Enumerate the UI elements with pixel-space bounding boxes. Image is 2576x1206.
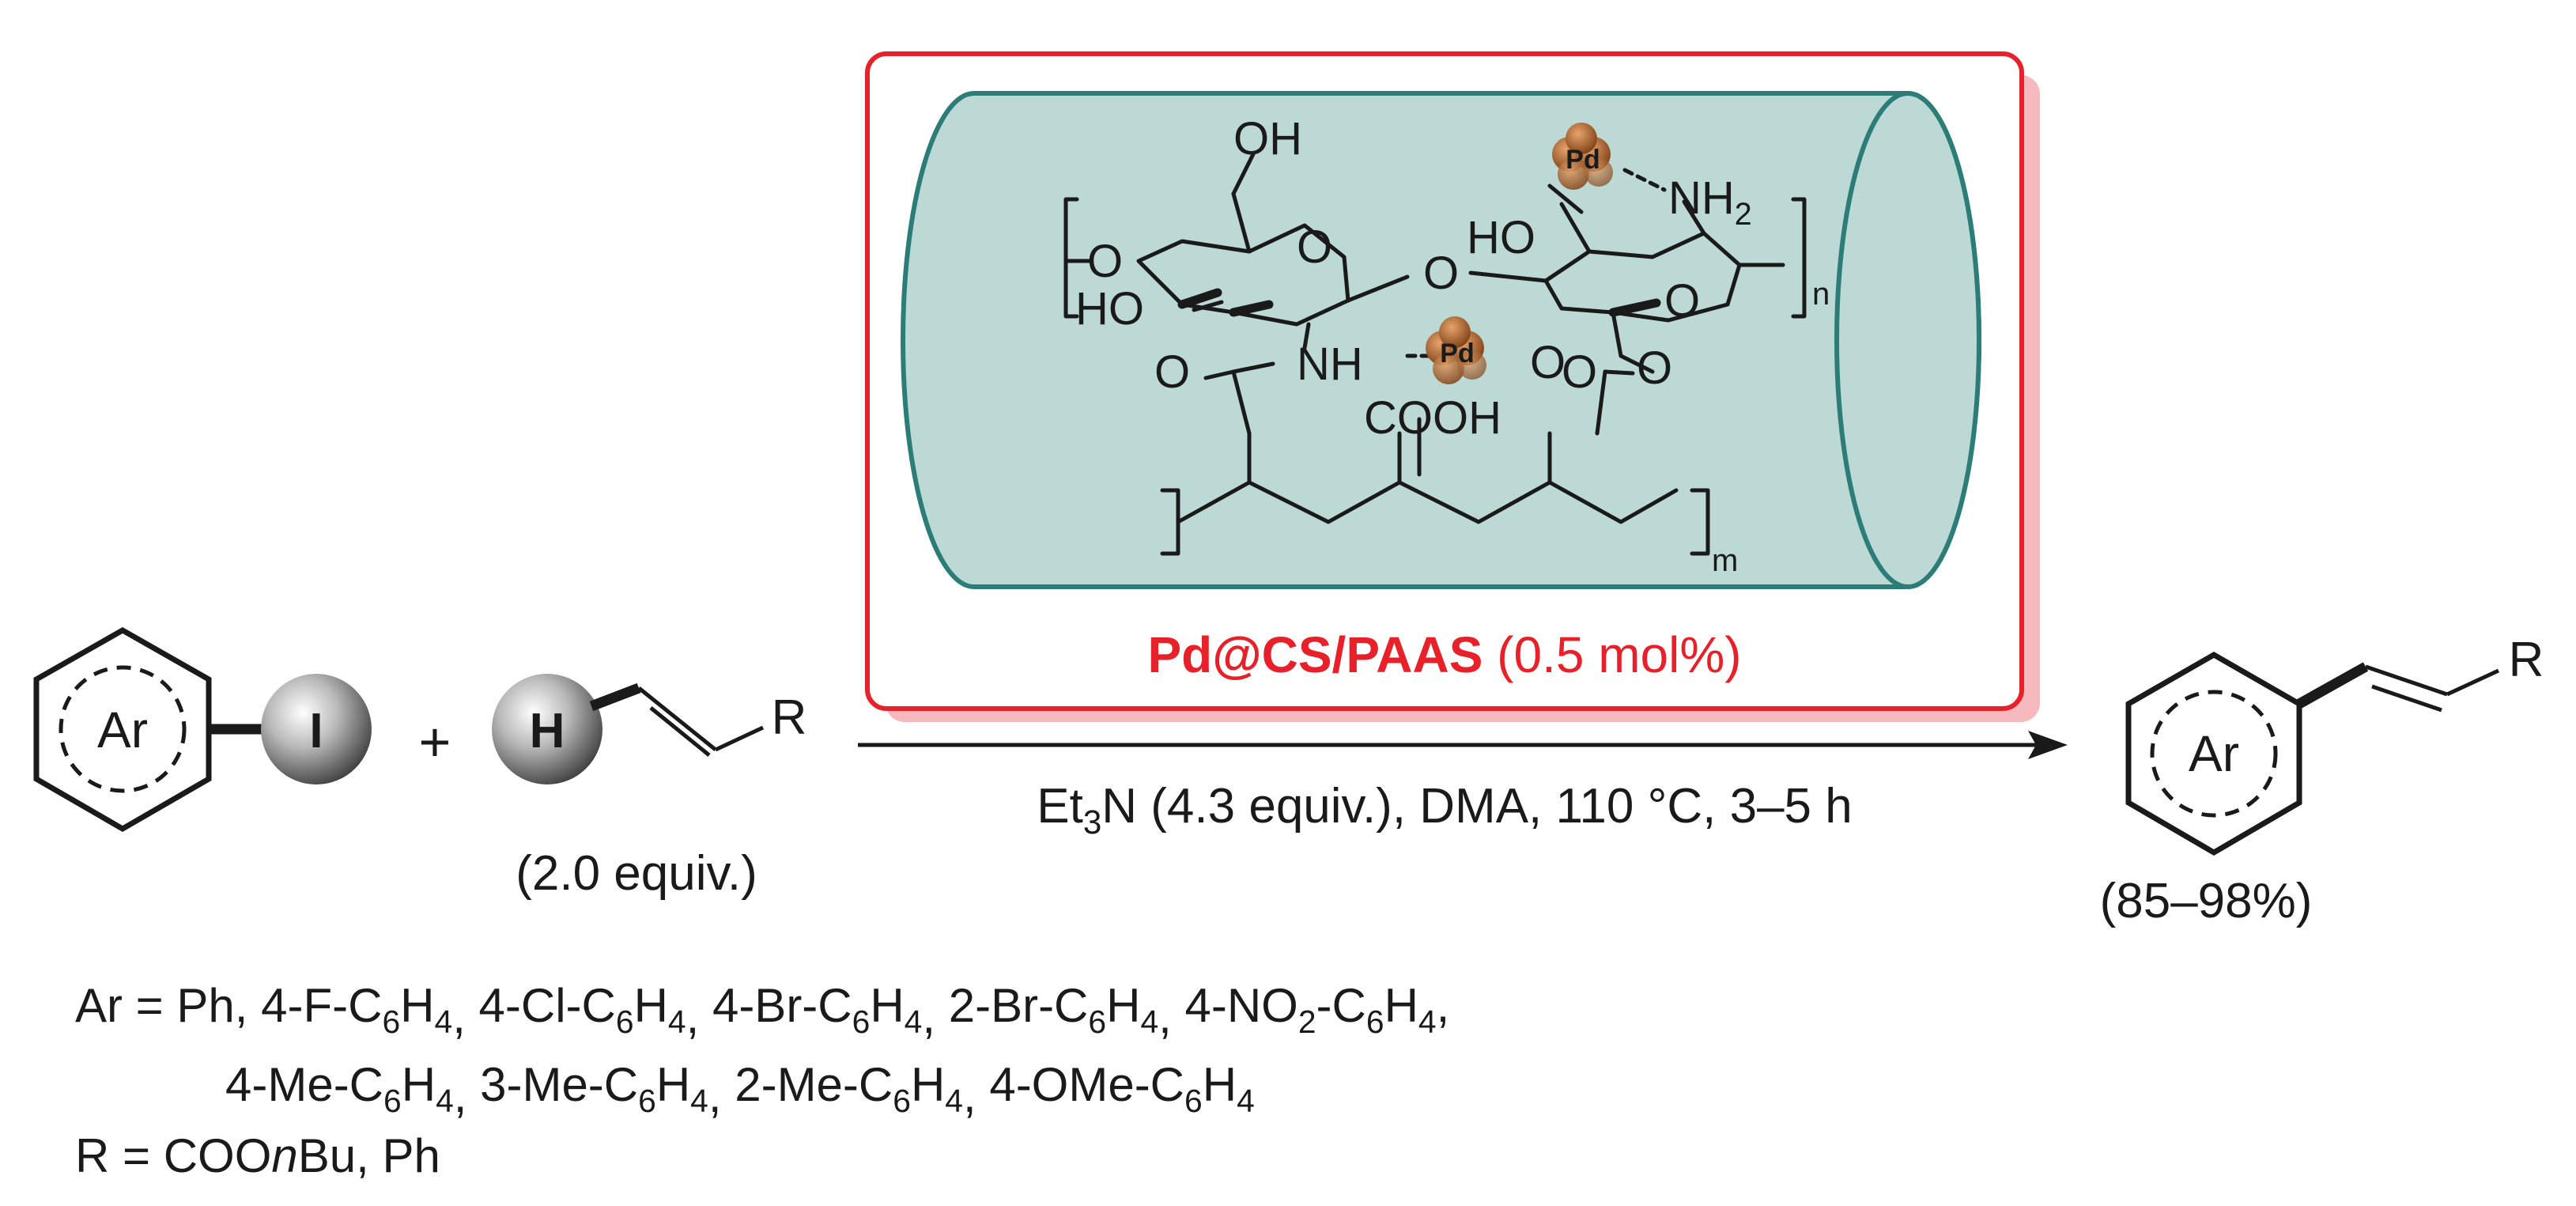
scope-ar-line-2: 4-Me-C6H4, 3-Me-C6H4, 2-Me-C6H4, 4-OMe-C…	[225, 1058, 1255, 1122]
reaction-conditions: Et3N (4.3 equiv.), DMA, 110 °C, 3–5 h	[1037, 779, 1853, 841]
structure-labels: OH NH2 HO O O O O HO n O NH O O O COOH m	[1075, 113, 1830, 578]
product-ring-dashed-circle	[2150, 690, 2278, 818]
polymer-structure	[1063, 152, 1807, 556]
alkene: H R (2.0 equiv.)	[492, 674, 806, 901]
product-yield: (85–98%)	[2100, 874, 2313, 928]
alkene-r-label: R	[772, 690, 807, 745]
pd-label-top: Pd	[1566, 145, 1600, 175]
alkene-double-bond-2	[649, 706, 711, 757]
product-r-bond	[2446, 668, 2500, 697]
product: Ar R (85–98%)	[2100, 633, 2544, 928]
alkene-equiv: (2.0 equiv.)	[516, 846, 757, 901]
label-nh: NH	[1297, 338, 1363, 390]
substrate-scope: Ar = Ph, 4-F-C6H4, 4-Cl-C6H4, 4-Br-C6H4,…	[75, 979, 1449, 1182]
catalyst-name: Pd@CS/PAAS (0.5 mol%)	[1147, 626, 1741, 683]
label-ho-ring1: HO	[1075, 283, 1144, 335]
label-nh2: NH2	[1668, 172, 1752, 232]
iodine-sphere	[261, 674, 372, 784]
label-o-ester-carbonyl: O	[1562, 346, 1597, 398]
label-o-amide: O	[1154, 346, 1190, 398]
hydrogen-label: H	[530, 704, 565, 758]
iodine-label: I	[309, 704, 323, 758]
product-aryl-label: Ar	[2189, 725, 2239, 782]
product-double-bond-2	[2371, 684, 2442, 713]
scope-r-line: R = COOnBu, Ph	[75, 1129, 440, 1182]
label-ho-ring2: HO	[1467, 212, 1535, 263]
scope-ar-line-1: Ar = Ph, 4-F-C6H4, 4-Cl-C6H4, 4-Br-C6H4,…	[75, 979, 1449, 1043]
label-o-pd: O	[1530, 337, 1566, 388]
alkene-r-bond	[714, 725, 765, 752]
label-o-left: O	[1087, 236, 1123, 287]
aryl-label: Ar	[97, 701, 148, 758]
label-cooh: COOH	[1364, 392, 1501, 444]
label-o-link: O	[1423, 248, 1459, 299]
label-oh-top: OH	[1233, 113, 1302, 164]
hydrogen-bond	[589, 682, 641, 712]
reaction-arrow	[858, 731, 2068, 759]
label-n-repeat: n	[1812, 277, 1830, 312]
plus-sign: +	[419, 711, 451, 773]
pd-label-bottom: Pd	[1440, 338, 1474, 369]
pd-nanoparticle-top: Pd	[1552, 123, 1613, 190]
product-r-label: R	[2509, 633, 2544, 687]
catalyst-box: Pd Pd OH NH2 HO O O O O HO n O NH O O O …	[865, 51, 2040, 722]
label-o-ring2: O	[1664, 275, 1700, 327]
alkene-double-bond	[637, 686, 717, 751]
product-double-bond	[2365, 664, 2448, 697]
cylinder-end-cap	[1834, 91, 1981, 589]
pd-nanoparticle-bottom: Pd	[1426, 316, 1486, 384]
hydrogen-sphere	[492, 674, 602, 784]
aryl-ring-dashed-circle	[59, 665, 187, 793]
aryl-ring-hexagon	[33, 626, 212, 833]
label-o-ester: O	[1637, 342, 1672, 394]
label-o-ring1: O	[1297, 221, 1332, 273]
product-aryl-bond	[2296, 662, 2369, 709]
label-m-repeat: m	[1712, 543, 1738, 578]
aryl-iodide: Ar I	[33, 626, 372, 833]
